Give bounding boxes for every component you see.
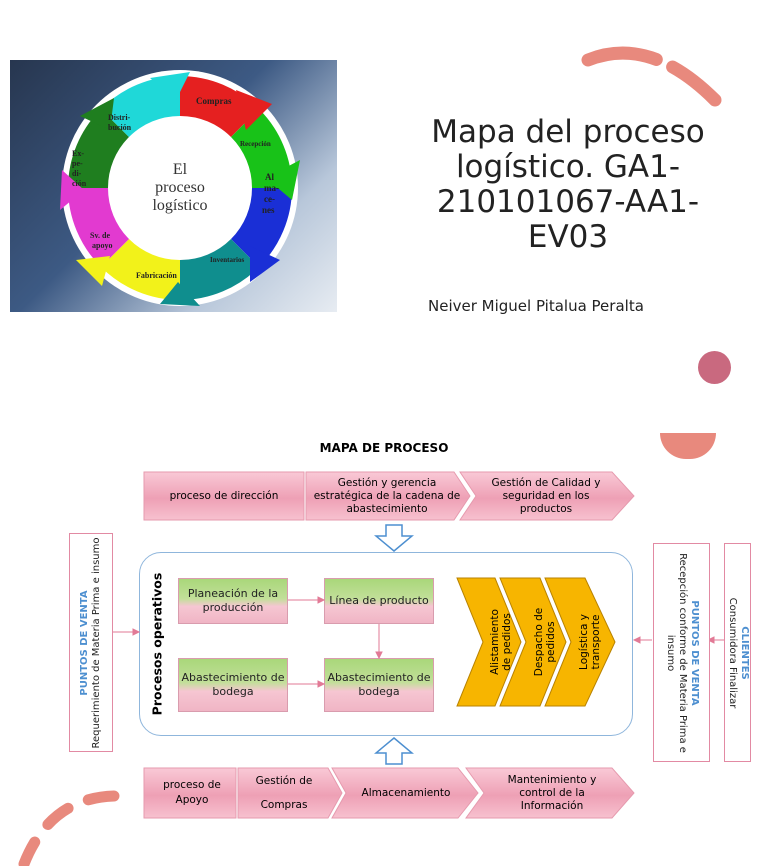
- cycle-label-almacenes-2: ma-: [264, 183, 279, 193]
- green-box-abastecimiento-1: Abastecimiento de bodega: [178, 658, 288, 712]
- cycle-label-expedicion-1: Ex-: [72, 149, 84, 158]
- bottom-row-shapes: [143, 767, 635, 819]
- left-box-text: Requerimiento de Materia Prima e insumo: [91, 537, 102, 748]
- cycle-center-line-1: El: [173, 161, 188, 178]
- decor-arc-bottom-left: [18, 790, 120, 866]
- right-box-puntos-venta: PUNTOS DE VENTA Recepción conforme de Ma…: [653, 543, 710, 762]
- cycle-center-line-2: proceso: [155, 179, 205, 196]
- cycle-center-line-3: logístico: [152, 197, 207, 214]
- chevron-label: Despacho de pedidos: [533, 607, 557, 677]
- bottom-row-item: Almacenamiento: [361, 787, 451, 799]
- cycle-label-almacenes-4: nes: [262, 205, 275, 215]
- segment-inventarios: [180, 239, 259, 300]
- cycle-label-distribucion-2: bución: [108, 123, 132, 132]
- cycle-label-expedicion-3: di-: [72, 169, 82, 178]
- right-box-clientes: CLIENTES Consumidora Finalizar: [724, 543, 751, 762]
- segment-distribucion: [101, 76, 180, 137]
- bottom-row-item: proceso de Apoyo: [163, 779, 221, 806]
- top-row-item: proceso de dirección: [169, 490, 279, 502]
- cycle-label-inventarios: Inventarios: [210, 256, 245, 264]
- cycle-label-apoyo-2: apoyo: [92, 241, 112, 250]
- right-box-1-heading: PUNTOS DE VENTA: [688, 599, 700, 706]
- cycle-label-recepcion: Recepción: [240, 140, 271, 148]
- processes-container: [139, 552, 633, 736]
- top-row-item: Gestión y gerencia estratégica de la cad…: [313, 476, 461, 515]
- down-arrow-icon: [374, 524, 414, 552]
- left-box-heading: PUNTOS DE VENTA: [79, 589, 90, 696]
- up-arrow-icon: [374, 737, 414, 765]
- cycle-label-fabricacion: Fabricación: [136, 271, 177, 280]
- decor-dot: [698, 351, 731, 384]
- green-box-linea: Línea de producto: [324, 578, 434, 624]
- slide-author: Neiver Miguel Pitalua Peralta: [428, 297, 644, 315]
- top-row-shapes: [143, 471, 635, 521]
- cycle-label-almacenes-1: Al: [265, 172, 274, 182]
- green-box-planeacion: Planeación de la producción: [178, 578, 288, 624]
- segment-expedicion: [68, 109, 129, 188]
- segment-apoyo: [68, 188, 129, 267]
- left-box-puntos-venta: PUNTOS DE VENTA Requerimiento de Materia…: [69, 533, 113, 752]
- bottom-row-item: Mantenimiento y control de la Informació…: [507, 773, 597, 812]
- segment-fabricacion: [101, 239, 180, 300]
- decor-arc-top-right: [581, 46, 722, 107]
- cycle-label-distribucion-1: Distri-: [108, 113, 131, 122]
- slide-title: Mapa del proceso logístico. GA1-21010106…: [431, 114, 705, 255]
- chevron-shapes: [456, 577, 616, 707]
- segment-almacenes: [231, 188, 292, 267]
- chevron-label: Logística y transporte: [578, 614, 602, 670]
- bottom-row-item: Gestión de Compras: [255, 775, 313, 811]
- cycle-label-compras: Compras: [196, 96, 232, 106]
- green-box-abastecimiento-2: Abastecimiento de bodega: [324, 658, 434, 712]
- cycle-diagram: El proceso logístico Compras Recepción A…: [60, 70, 300, 306]
- operativos-label: Procesos operativos: [149, 572, 165, 716]
- cycle-image: El proceso logístico Compras Recepción A…: [10, 60, 337, 312]
- top-row-item: Gestión de Calidad y seguridad en los pr…: [491, 476, 601, 515]
- segment-compras: [180, 76, 259, 137]
- cycle-label-expedicion-2: pe-: [72, 159, 83, 168]
- map-title: MAPA DE PROCESO: [319, 441, 449, 455]
- right-box-2-heading: CLIENTES: [738, 625, 750, 680]
- right-box-2-text: Consumidora Finalizar: [726, 597, 738, 708]
- right-box-1-text: Recepción conforme de Materia Prima e in…: [664, 552, 688, 753]
- chevron-label: Alistamiento de pedidos: [489, 609, 513, 675]
- cycle-label-almacenes-3: ce-: [264, 194, 275, 204]
- cycle-label-apoyo-1: Sv. de: [90, 231, 110, 240]
- cycle-label-expedicion-4: ción: [72, 179, 87, 188]
